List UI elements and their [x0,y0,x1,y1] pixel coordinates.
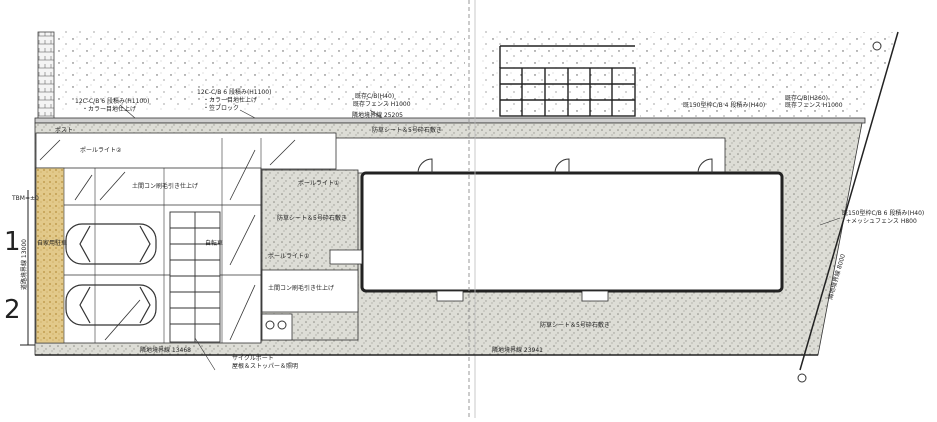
handwritten-1: 1 [4,227,21,257]
label-pole-light-2: ポールライト② [80,146,122,154]
label-gravel-top: 防草シート＆5号砕石敷き [372,126,442,134]
label-bike: 自転車 [205,239,223,247]
entry-paving [329,137,726,174]
label-cycle-port-1: サイクルポート [232,354,274,362]
car-outline-1 [65,223,157,265]
door-arc-1 [417,158,433,174]
label-boundary-bottom-left: 隣地境界線 13468 [140,346,191,354]
label-right-top-1: 既150型枠C/B 4 段積み(H40) [683,101,765,109]
label-right-top-3: 既存フェンス H1000 [785,101,843,109]
bike-rack [169,211,221,343]
building-footprint [360,171,784,293]
concrete-path [261,269,359,313]
planting-strip [35,167,65,344]
label-right-side-2: +メッシュフェンス H800 [846,218,917,225]
label-pole-light-1b: ポールライト① [268,252,309,260]
label-right-top-2: 既存C/B(H360) [785,94,828,102]
car-outline-2 [65,284,157,326]
label-boundary-bottom-right: 隣地境界線 23941 [492,346,543,354]
label-wall-mid-3: ・笠ブロック [203,104,239,112]
label-left-vertical: 道路境界線 13000 [20,239,28,290]
entry-step [329,249,363,265]
door-arc-3 [697,158,713,174]
label-right-side-1: 既150型枠C/B 6 段積み(H40) [842,209,924,217]
label-parking: 自家用駐車 [37,239,67,247]
label-wall-left-1: 12C-C/B 6 段積み(H1100) [75,97,149,105]
neighbor-building-grid [499,45,636,117]
label-gravel-mid: 防草シート＆5号砕石敷き [277,214,347,222]
label-wall-mid-2: ・カラー目地仕上げ [203,96,257,104]
paving-hatches [39,139,296,341]
neighbor-lot-top-left [55,30,465,110]
neighbor-lot-top-right [640,32,900,118]
label-gravel-bottom: 防草シート＆5号砕石敷き [540,321,610,329]
front-strip [35,132,337,170]
top-boundary-wall [34,117,866,124]
label-cycle-port-2: 屋根＆ストッパー＆照明 [232,362,298,370]
parking-area [35,167,262,344]
door-arc-2 [554,158,570,174]
left-brick-wall [37,31,55,123]
label-concrete-2: 土間コン刷毛引き仕上げ [268,284,334,292]
label-wall-left-2: ・カラー目地仕上げ [82,105,136,113]
label-fence-top-1: 既存C/B(H40) [355,92,394,100]
label-wall-mid-1: 12C-C/B 6 段積み(H1100) [197,88,271,96]
handwritten-2: 2 [4,295,21,325]
label-concrete-1: 土間コン刷毛引き仕上げ [132,182,198,190]
label-fence-top-2: 既存フェンス H1000 [353,100,411,108]
neighbor-lot-top-mid [480,30,640,115]
label-boundary-top: 隣地境界線 25205 [352,111,403,119]
label-post: ポスト [55,126,73,134]
right-fence-line [799,31,899,371]
label-gl: TBM=±0 [11,195,39,202]
label-pole-light-1: ポールライト① [298,179,339,187]
